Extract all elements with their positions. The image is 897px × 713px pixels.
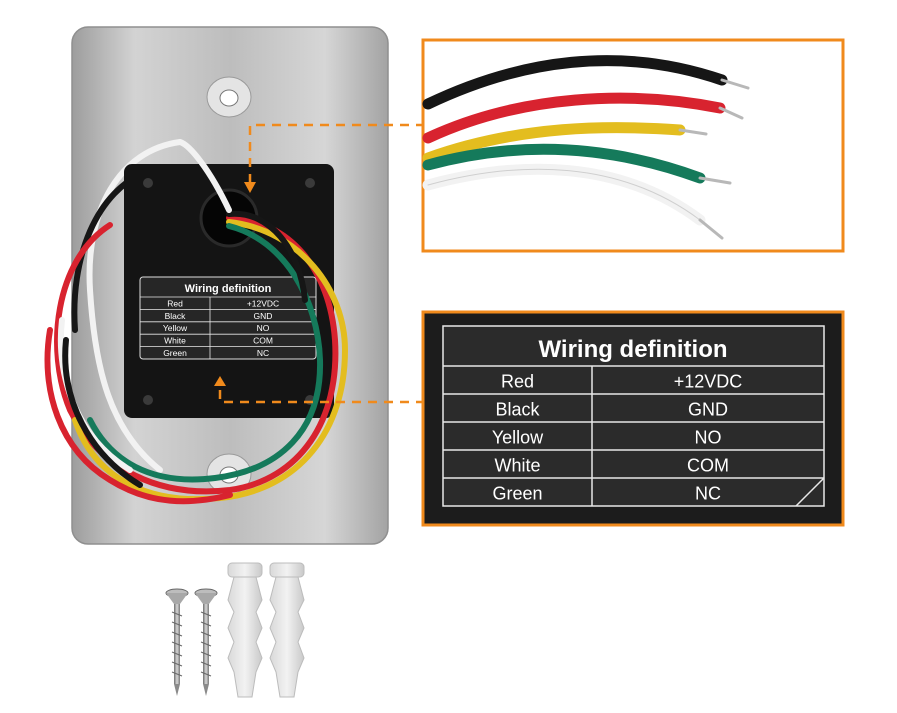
wiring-table-color-name: Red [501, 371, 534, 391]
module-label-color-name: Red [167, 298, 183, 308]
black-wire [226, 210, 308, 303]
wiring-table-function: COM [687, 455, 729, 475]
screws [165, 588, 218, 696]
module-label-row: Black GND [140, 308, 316, 322]
black-wire-end [422, 55, 728, 110]
wall-anchors [227, 562, 305, 698]
module-label-color-name: White [164, 336, 186, 346]
callout-lines [218, 123, 425, 404]
wall-anchor-icon [269, 562, 305, 698]
wiring-table-color-name: Black [495, 399, 540, 419]
module-label-row: Green NC [140, 346, 316, 359]
wiring-table-row: Green NC [443, 477, 824, 506]
wiring-table-border [442, 325, 825, 507]
module-label-color-name: Yellow [163, 323, 188, 333]
module-label-function: NC [257, 348, 269, 358]
wiring-table-function: +12VDC [674, 371, 743, 391]
wiring-table-row: Yellow NO [443, 421, 824, 450]
module-label-title: Wiring definition [185, 283, 272, 295]
module-label-function: GND [254, 311, 273, 321]
module-label-function: COM [253, 336, 273, 346]
red-wire [54, 215, 339, 495]
module-label-function: +12VDC [247, 298, 279, 308]
wiring-table-function: NC [695, 483, 721, 503]
label-callout-line [218, 385, 425, 404]
yellow-wire-end [422, 122, 686, 164]
module-label-row: Red +12VDC [140, 296, 316, 310]
module-label-row: White COM [140, 333, 316, 347]
wiring-table-row: Red +12VDC [443, 365, 824, 394]
module-label-color-name: Black [165, 311, 187, 321]
screw-icon [194, 588, 218, 696]
green-wire-end [422, 143, 706, 184]
wiring-table-row: White COM [443, 449, 824, 478]
wiring-table-row: Black GND [443, 393, 824, 422]
wiring-table-function: NO [695, 427, 722, 447]
module-label-color-name: Green [163, 348, 187, 358]
wire-ends-callout [421, 38, 845, 253]
module-label-row: Yellow NO [140, 321, 316, 335]
wire-callout-line [248, 123, 425, 185]
green-wire [87, 223, 324, 483]
wiring-table-title: Wiring definition [538, 336, 727, 363]
red-wire-end [422, 92, 726, 144]
wiring-table-color-name: Green [492, 483, 542, 503]
screw-icon [165, 588, 189, 696]
wiring-table-function: GND [688, 399, 728, 419]
white-wire [177, 139, 232, 213]
wall-anchor-icon [227, 562, 263, 698]
module-label-function: NO [257, 323, 270, 333]
wire-loops-front [44, 139, 349, 505]
wiring-table-color-name: White [494, 455, 540, 475]
mount-hole-top [206, 76, 252, 118]
yellow-wire [72, 219, 349, 503]
wiring-table-color-name: Yellow [492, 427, 544, 447]
